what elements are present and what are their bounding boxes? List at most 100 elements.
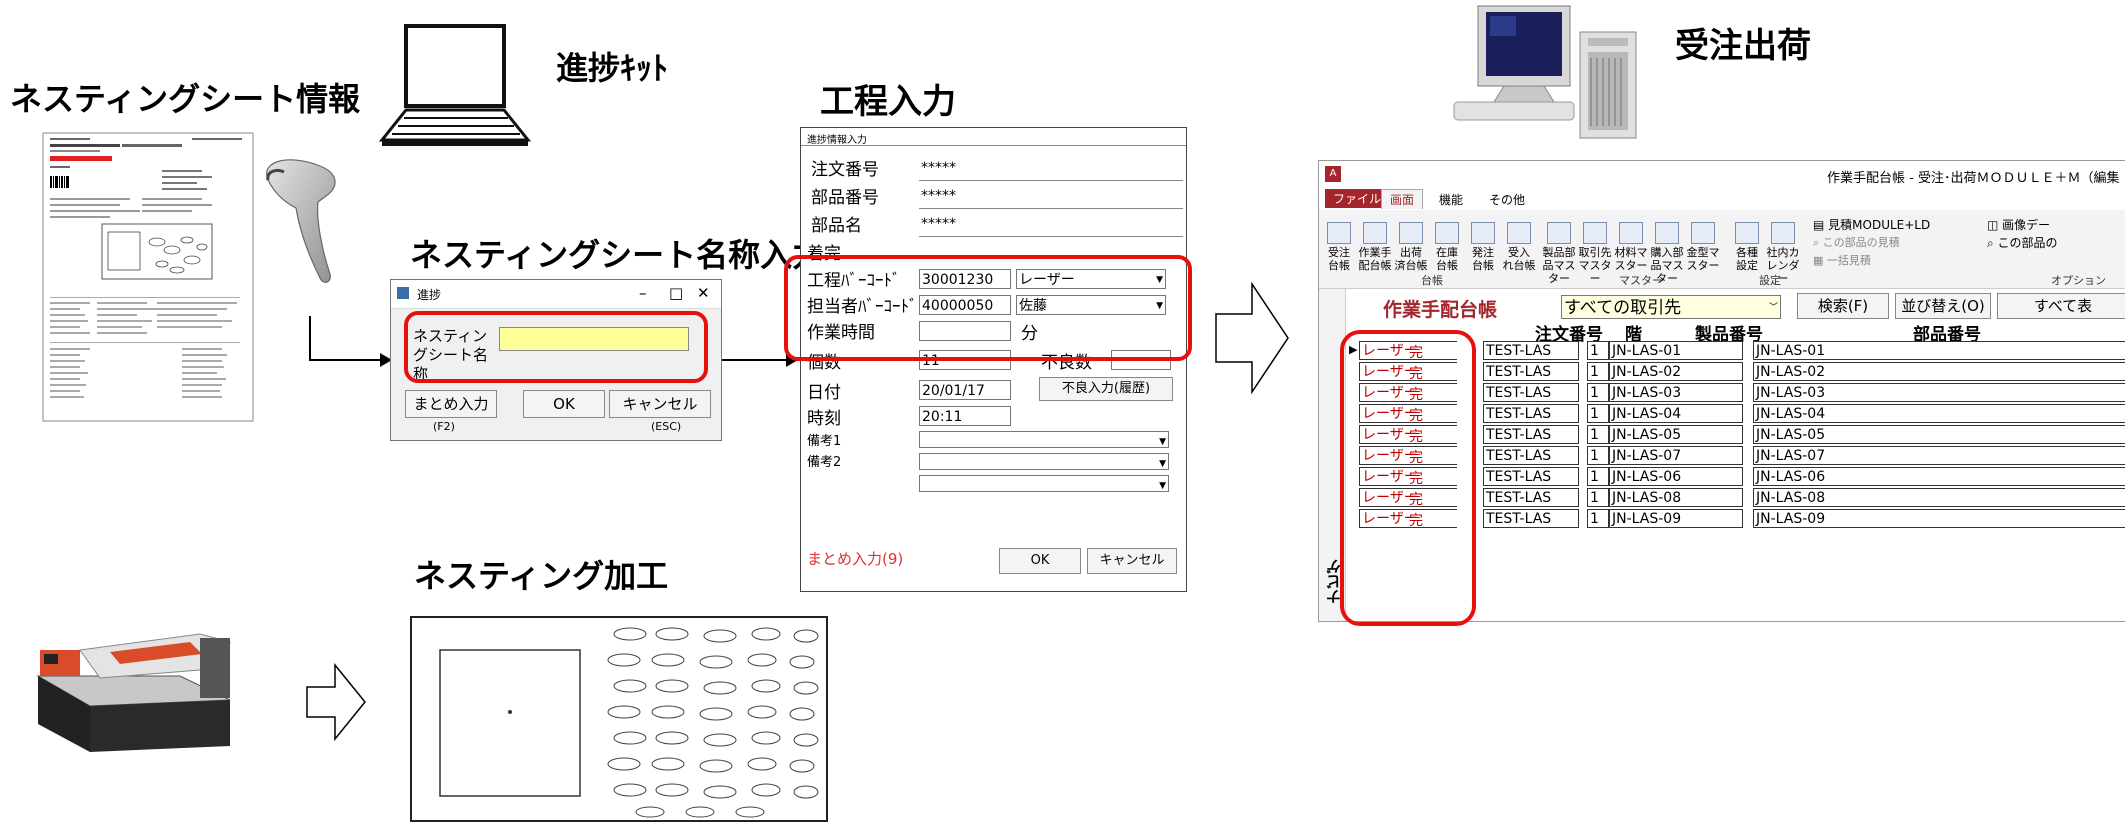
ok-button[interactable]: OK xyxy=(523,390,605,418)
process-code-field[interactable]: 30001230 xyxy=(919,269,1011,289)
ribbon-receipt-ledger[interactable]: 受入 れ台帳 xyxy=(1501,222,1537,272)
staff-code-field[interactable]: 40000050 xyxy=(919,295,1011,315)
close-icon[interactable]: ✕ xyxy=(697,284,710,302)
row-part-cell[interactable]: JN-LAS-04 xyxy=(1753,404,2125,423)
row-status-cell[interactable]: 完 xyxy=(1409,429,1423,445)
row-product-cell[interactable]: JN-LAS-03 xyxy=(1609,383,1743,402)
row-process-cell[interactable]: レーザー xyxy=(1359,404,1457,423)
row-status-cell[interactable]: 完 xyxy=(1409,471,1423,487)
ribbon-purchase-ledger[interactable]: 発注 台帳 xyxy=(1465,222,1501,272)
nesting-name-input[interactable] xyxy=(499,327,689,351)
ribbon-bulk-estimate-button[interactable]: ▦ 一括見積 xyxy=(1813,254,1871,267)
remark3-select[interactable]: ▼ xyxy=(919,475,1169,492)
row-part-cell[interactable]: JN-LAS-03 xyxy=(1753,383,2125,402)
ribbon-order-ledger[interactable]: 受注 台帳 xyxy=(1321,222,1357,272)
row-part-cell[interactable]: JN-LAS-07 xyxy=(1753,446,2125,465)
ribbon-part-image-button[interactable]: ⌕ この部品の xyxy=(1987,236,2058,250)
work-time-field[interactable] xyxy=(919,321,1011,341)
row-process-cell[interactable]: レーザー xyxy=(1359,341,1457,360)
row-floor-cell[interactable]: 1 xyxy=(1587,362,1609,381)
sort-button[interactable]: 並び替え(O) xyxy=(1895,293,1991,319)
ribbon-image-data-button[interactable]: ◫ 画像デー xyxy=(1987,218,2051,232)
row-floor-cell[interactable]: 1 xyxy=(1587,341,1609,360)
ribbon-work-ledger[interactable]: 作業手 配台帳 xyxy=(1357,222,1393,272)
batch-input-link[interactable]: まとめ入力(9) xyxy=(807,550,904,568)
row-product-cell[interactable]: JN-LAS-06 xyxy=(1609,467,1743,486)
row-product-cell[interactable]: JN-LAS-02 xyxy=(1609,362,1743,381)
row-order-cell[interactable]: TEST-LAS xyxy=(1483,488,1579,507)
tab-file[interactable]: ファイル xyxy=(1325,189,1390,208)
show-all-button[interactable]: すべて表 xyxy=(1997,293,2125,319)
row-order-cell[interactable]: TEST-LAS xyxy=(1483,383,1579,402)
tab-function[interactable]: 機能 xyxy=(1439,193,1464,207)
row-part-cell[interactable]: JN-LAS-02 xyxy=(1753,362,2125,381)
tab-view[interactable]: 画面 xyxy=(1381,189,1424,209)
date-field[interactable]: 20/01/17 xyxy=(919,380,1011,400)
defect-history-button[interactable]: 不良入力(履歴) xyxy=(1039,377,1173,401)
row-process-cell[interactable]: レーザー xyxy=(1359,467,1457,486)
row-status-cell[interactable]: 完 xyxy=(1409,408,1423,424)
ribbon-stock-ledger[interactable]: 在庫 台帳 xyxy=(1429,222,1465,272)
row-part-cell[interactable]: JN-LAS-08 xyxy=(1753,488,2125,507)
client-filter-select[interactable]: すべての取引先﹀ xyxy=(1561,295,1781,319)
row-order-cell[interactable]: TEST-LAS xyxy=(1483,362,1579,381)
row-process-cell[interactable]: レーザー xyxy=(1359,362,1457,381)
row-part-cell[interactable]: JN-LAS-05 xyxy=(1753,425,2125,444)
form-cancel-button[interactable]: キャンセル xyxy=(1087,548,1177,574)
ribbon-shipped-ledger[interactable]: 出荷 済台帳 xyxy=(1393,222,1429,272)
row-order-cell[interactable]: TEST-LAS xyxy=(1483,404,1579,423)
row-floor-cell[interactable]: 1 xyxy=(1587,446,1609,465)
form-ok-button[interactable]: OK xyxy=(999,548,1081,574)
row-status-cell[interactable]: 完 xyxy=(1409,387,1423,403)
row-status-cell[interactable]: 完 xyxy=(1409,366,1423,382)
row-status-cell[interactable]: 完 xyxy=(1409,345,1423,361)
row-process-cell[interactable]: レーザー xyxy=(1359,425,1457,444)
row-floor-cell[interactable]: 1 xyxy=(1587,383,1609,402)
ribbon-part-estimate-button[interactable]: ⌕ この部品の見積 xyxy=(1813,236,1900,249)
ribbon-client-master[interactable]: 取引先 マスター xyxy=(1577,222,1613,285)
ribbon-product-master[interactable]: 製品部 品マスター xyxy=(1541,222,1577,285)
row-process-cell[interactable]: レーザー xyxy=(1359,488,1457,507)
row-process-cell[interactable]: レーザー xyxy=(1359,509,1457,528)
row-floor-cell[interactable]: 1 xyxy=(1587,509,1609,528)
staff-name-select[interactable]: 佐藤▼ xyxy=(1016,295,1166,315)
cancel-button[interactable]: キャンセル xyxy=(609,390,711,418)
row-product-cell[interactable]: JN-LAS-08 xyxy=(1609,488,1743,507)
process-name-select[interactable]: レーザー▼ xyxy=(1016,269,1166,289)
ribbon-estimate-button[interactable]: ▤ 見積MODULE+LD xyxy=(1813,218,1931,232)
search-button[interactable]: 検索(F) xyxy=(1797,293,1889,319)
row-product-cell[interactable]: JN-LAS-05 xyxy=(1609,425,1743,444)
row-part-cell[interactable]: JN-LAS-01 xyxy=(1753,341,2125,360)
row-order-cell[interactable]: TEST-LAS xyxy=(1483,341,1579,360)
ribbon-bought-part-master[interactable]: 購入部 品マスター xyxy=(1649,222,1685,285)
ribbon-calendar[interactable]: 社内カ レンダー xyxy=(1765,222,1801,285)
row-product-cell[interactable]: JN-LAS-01 xyxy=(1609,341,1743,360)
row-order-cell[interactable]: TEST-LAS xyxy=(1483,425,1579,444)
ribbon-settings[interactable]: 各種 設定 xyxy=(1729,222,1765,272)
row-floor-cell[interactable]: 1 xyxy=(1587,467,1609,486)
row-order-cell[interactable]: TEST-LAS xyxy=(1483,446,1579,465)
row-product-cell[interactable]: JN-LAS-09 xyxy=(1609,509,1743,528)
row-order-cell[interactable]: TEST-LAS xyxy=(1483,467,1579,486)
minimize-icon[interactable]: – xyxy=(639,284,647,302)
row-product-cell[interactable]: JN-LAS-07 xyxy=(1609,446,1743,465)
row-part-cell[interactable]: JN-LAS-09 xyxy=(1753,509,2125,528)
ribbon-material-master[interactable]: 材料マ スター xyxy=(1613,222,1649,272)
row-status-cell[interactable]: 完 xyxy=(1409,450,1423,466)
maximize-icon[interactable]: □ xyxy=(669,284,684,302)
batch-input-button[interactable]: まとめ入力 xyxy=(405,390,497,418)
row-status-cell[interactable]: 完 xyxy=(1409,513,1423,529)
remark2-select[interactable]: ▼ xyxy=(919,453,1169,470)
row-product-cell[interactable]: JN-LAS-04 xyxy=(1609,404,1743,423)
row-floor-cell[interactable]: 1 xyxy=(1587,404,1609,423)
row-process-cell[interactable]: レーザー xyxy=(1359,446,1457,465)
time-field[interactable]: 20:11 xyxy=(919,406,1011,426)
row-part-cell[interactable]: JN-LAS-06 xyxy=(1753,467,2125,486)
row-process-cell[interactable]: レーザー xyxy=(1359,383,1457,402)
tab-other[interactable]: その他 xyxy=(1489,193,1526,207)
row-status-cell[interactable]: 完 xyxy=(1409,492,1423,508)
ribbon-die-master[interactable]: 金型マ スター xyxy=(1685,222,1721,272)
row-floor-cell[interactable]: 1 xyxy=(1587,425,1609,444)
remark1-select[interactable]: ▼ xyxy=(919,431,1169,448)
row-order-cell[interactable]: TEST-LAS xyxy=(1483,509,1579,528)
